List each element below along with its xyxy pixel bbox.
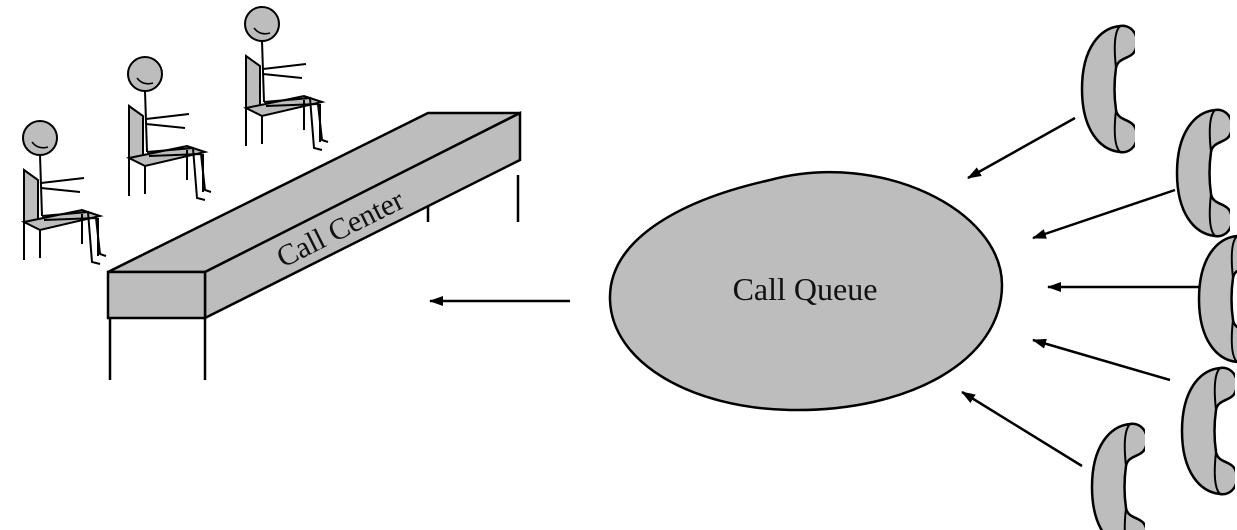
agent-body (261, 40, 265, 103)
agent-leg (148, 152, 212, 193)
agent-1 (20, 120, 107, 265)
agent-leg (265, 102, 329, 143)
telephone-handset-icon (1197, 234, 1237, 364)
agent-arm (40, 177, 85, 184)
agent-arm (262, 73, 303, 79)
agent-arm (262, 63, 307, 70)
agent-arm (145, 123, 186, 129)
call-center-desk: Call Center (106, 110, 522, 380)
agent-arm (145, 113, 190, 120)
caller-4 (1032, 338, 1235, 496)
agent-leg (43, 216, 107, 257)
agent-3 (242, 6, 329, 151)
agent-headset (136, 77, 154, 85)
telephone-handset-icon (1080, 24, 1135, 154)
call-queue-label: Call Queue (733, 271, 878, 307)
caller-5 (961, 390, 1145, 530)
call-queue: Call Queue (608, 170, 1004, 412)
callers-group (961, 24, 1237, 530)
caller-3 (1047, 234, 1237, 364)
call-queue-blob (608, 170, 1004, 412)
incoming-call-arrow (967, 116, 1076, 180)
telephone-handset-icon (1180, 366, 1235, 496)
desk-front-face (106, 270, 207, 320)
agent-head (244, 6, 280, 42)
agent-head (127, 56, 163, 92)
telephone-handset-icon (1175, 108, 1230, 238)
agent-arm (40, 187, 81, 193)
agent-head (22, 120, 58, 156)
incoming-call-arrow (961, 390, 1083, 468)
agents-group (20, 6, 329, 265)
caller-2 (1032, 108, 1230, 240)
agent-body (144, 90, 148, 153)
agent-2 (125, 56, 212, 201)
incoming-call-arrow (1032, 188, 1176, 240)
agent-headset (31, 141, 49, 149)
agent-headset (253, 27, 271, 35)
telephone-handset-icon (1090, 422, 1145, 530)
agent-leg (146, 146, 206, 201)
agent-leg (41, 210, 101, 265)
agent-body (39, 154, 43, 217)
incoming-call-arrow (1032, 338, 1171, 382)
caller-1 (967, 24, 1135, 180)
agent-leg (263, 96, 323, 151)
